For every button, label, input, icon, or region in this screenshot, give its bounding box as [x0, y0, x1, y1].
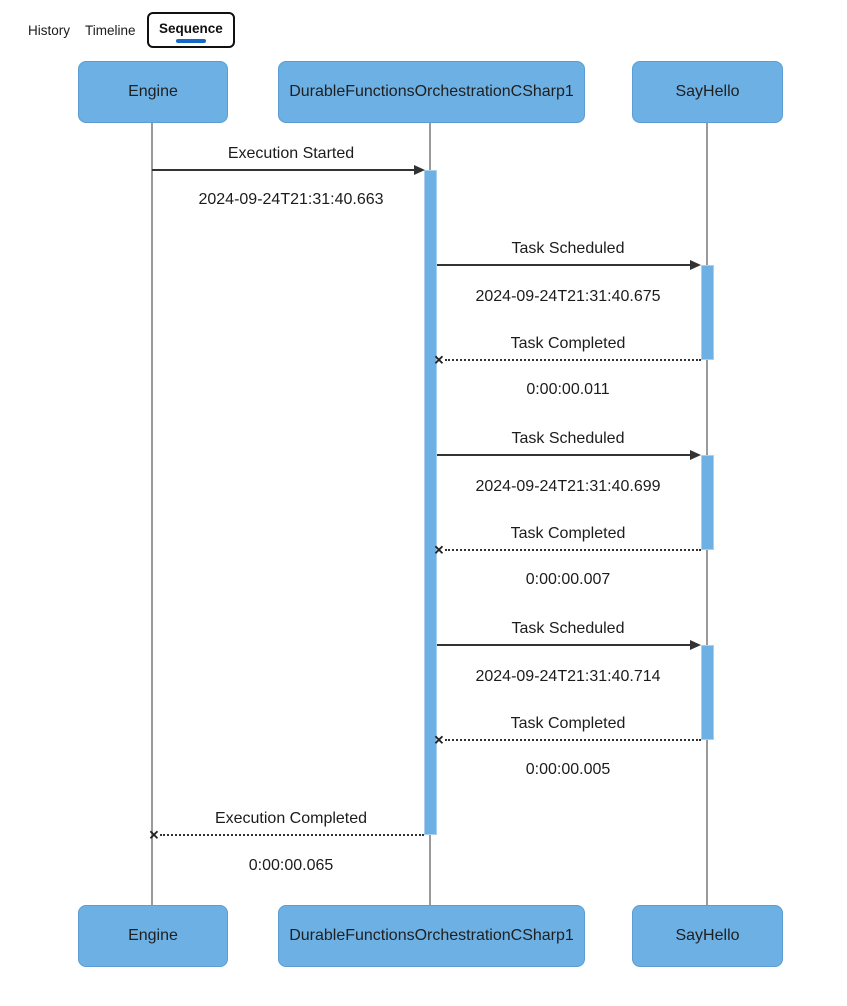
- arrowhead-icon: [690, 640, 701, 650]
- tab-sequence[interactable]: Sequence: [147, 12, 235, 48]
- duration-label: 0:00:00.007: [525, 571, 611, 588]
- timestamp-label: 2024-09-24T21:31:40.714: [475, 668, 661, 685]
- tab-history[interactable]: History: [28, 23, 71, 38]
- message-line: [437, 454, 692, 456]
- message-label: Task Completed: [510, 335, 626, 352]
- tab-sequence-label: Sequence: [159, 21, 223, 36]
- activation-sayhello-2: [701, 455, 714, 550]
- activation-sayhello-1: [701, 265, 714, 360]
- activation-orchestration: [424, 170, 437, 835]
- timestamp-label: 2024-09-24T21:31:40.699: [475, 478, 661, 495]
- message-label: Task Completed: [510, 525, 626, 542]
- timestamp-label: 2024-09-24T21:31:40.675: [475, 288, 661, 305]
- lifeline-engine: [151, 123, 153, 906]
- participant-engine-bottom: Engine: [78, 905, 228, 967]
- timestamp-label: 2024-09-24T21:31:40.663: [198, 191, 384, 208]
- message-line: [152, 169, 416, 171]
- tab-timeline[interactable]: Timeline: [85, 23, 136, 38]
- arrowhead-icon: [690, 450, 701, 460]
- activation-sayhello-3: [701, 645, 714, 740]
- participant-sayhello-top: SayHello: [632, 61, 783, 123]
- cross-end-icon: ✕: [433, 352, 445, 368]
- participant-orchestration-bottom: DurableFunctionsOrchestrationCSharp1: [278, 905, 585, 967]
- message-line: [437, 264, 692, 266]
- message-label: Task Scheduled: [511, 240, 625, 257]
- duration-label: 0:00:00.005: [525, 761, 611, 778]
- message-line: [445, 359, 701, 361]
- tab-active-underline: [175, 39, 206, 43]
- message-label: Task Scheduled: [511, 620, 625, 637]
- message-label: Execution Started: [227, 145, 355, 162]
- message-line: [160, 834, 424, 836]
- message-line: [437, 644, 692, 646]
- participant-sayhello-bottom: SayHello: [632, 905, 783, 967]
- cross-end-icon: ✕: [433, 542, 445, 558]
- cross-end-icon: ✕: [148, 827, 160, 843]
- message-label: Execution Completed: [214, 810, 368, 827]
- arrowhead-icon: [690, 260, 701, 270]
- message-label: Task Completed: [510, 715, 626, 732]
- duration-label: 0:00:00.065: [248, 857, 334, 874]
- message-label: Task Scheduled: [511, 430, 625, 447]
- message-line: [445, 739, 701, 741]
- cross-end-icon: ✕: [433, 732, 445, 748]
- message-line: [445, 549, 701, 551]
- participant-engine-top: Engine: [78, 61, 228, 123]
- arrowhead-icon: [414, 165, 425, 175]
- duration-label: 0:00:00.011: [526, 381, 610, 398]
- participant-orchestration-top: DurableFunctionsOrchestrationCSharp1: [278, 61, 585, 123]
